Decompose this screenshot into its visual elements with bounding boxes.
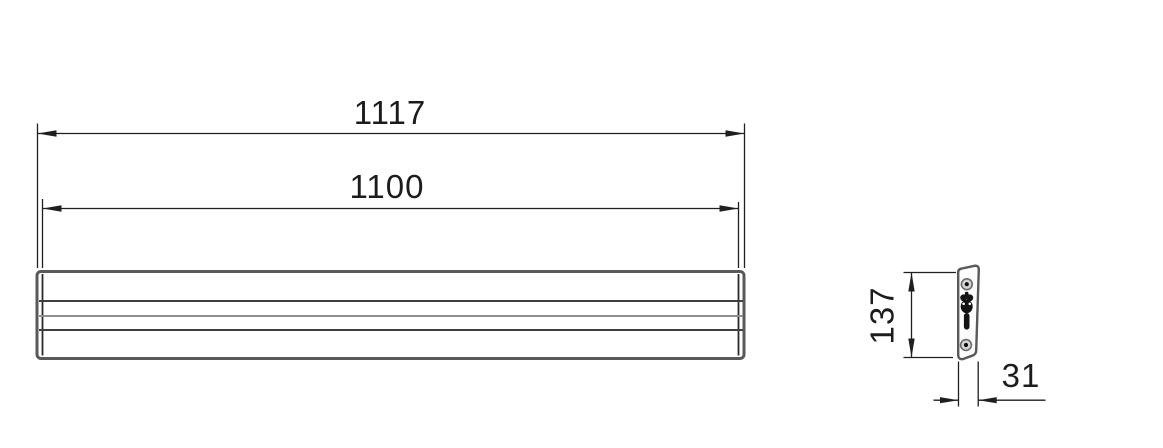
arrow-right-icon bbox=[719, 205, 739, 212]
front-overall-width-label: 1117 bbox=[353, 94, 427, 131]
front-visible-width-label: 1100 bbox=[349, 168, 425, 205]
keyhole-bracket-icon bbox=[960, 291, 974, 330]
arrow-right-icon bbox=[940, 397, 959, 404]
screw-bottom-icon bbox=[959, 338, 973, 352]
arrow-left-icon bbox=[978, 397, 997, 404]
arrow-right-icon bbox=[725, 130, 745, 137]
arrow-left-icon bbox=[37, 130, 57, 137]
front-view-panel bbox=[35, 270, 746, 360]
arrow-up-icon bbox=[908, 272, 915, 292]
side-height-label: 137 bbox=[863, 286, 901, 345]
arrow-left-icon bbox=[42, 205, 62, 212]
side-depth-label: 31 bbox=[1001, 357, 1041, 394]
arrow-down-icon bbox=[908, 338, 915, 358]
dim-1117-linework bbox=[36, 123, 746, 268]
side-view-plate bbox=[957, 264, 981, 361]
dim-1100-linework bbox=[41, 199, 740, 268]
screw-top-icon bbox=[960, 278, 973, 291]
